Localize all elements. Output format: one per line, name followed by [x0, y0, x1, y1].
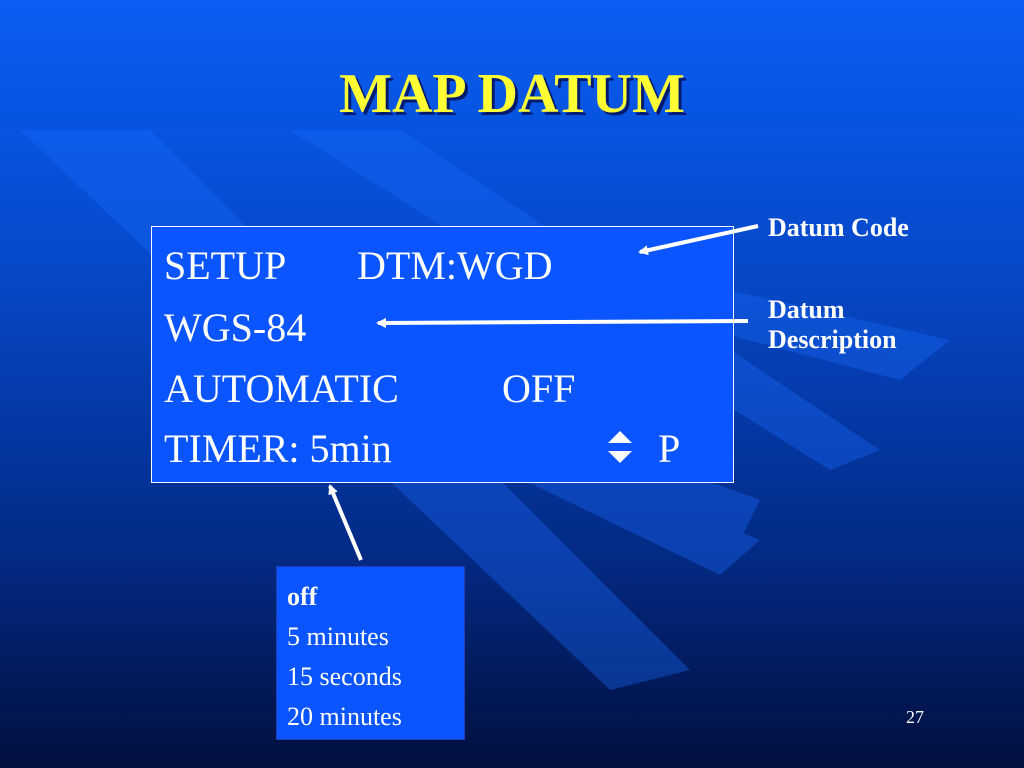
timer-option-off: off — [287, 582, 318, 611]
timer-option-20-minutes: 20 minutes — [287, 702, 402, 731]
timer-option-5-minutes: 5 minutes — [287, 622, 389, 651]
page-number: 27 — [906, 707, 924, 727]
gps-timer-setting: TIMER: 5min — [164, 426, 392, 471]
gps-automatic-label: AUTOMATIC — [164, 366, 399, 411]
datum-description-line2: Description — [768, 325, 897, 354]
gps-page-indicator: P — [658, 426, 681, 471]
datum-code-annotation: Datum Code — [768, 213, 909, 242]
gps-display-panel: SETUP DTM:WGD WGS-84 AUTOMATIC OFF TIMER… — [151, 226, 734, 483]
slide-title: MAP DATUM — [339, 63, 685, 125]
gps-datum-description-value: WGS-84 — [164, 305, 307, 350]
gps-automatic-value: OFF — [502, 366, 576, 411]
datum-description-line1: Datum — [768, 295, 845, 324]
gps-setup-label: SETUP — [164, 243, 287, 288]
up-down-arrows-icon — [608, 431, 632, 463]
gps-datum-code-value: DTM:WGD — [357, 243, 553, 288]
datum-description-annotation: Datum Description — [768, 295, 897, 355]
timer-options-box: off 5 minutes 15 seconds 20 minutes — [276, 566, 465, 740]
timer-option-15-seconds: 15 seconds — [287, 662, 402, 691]
